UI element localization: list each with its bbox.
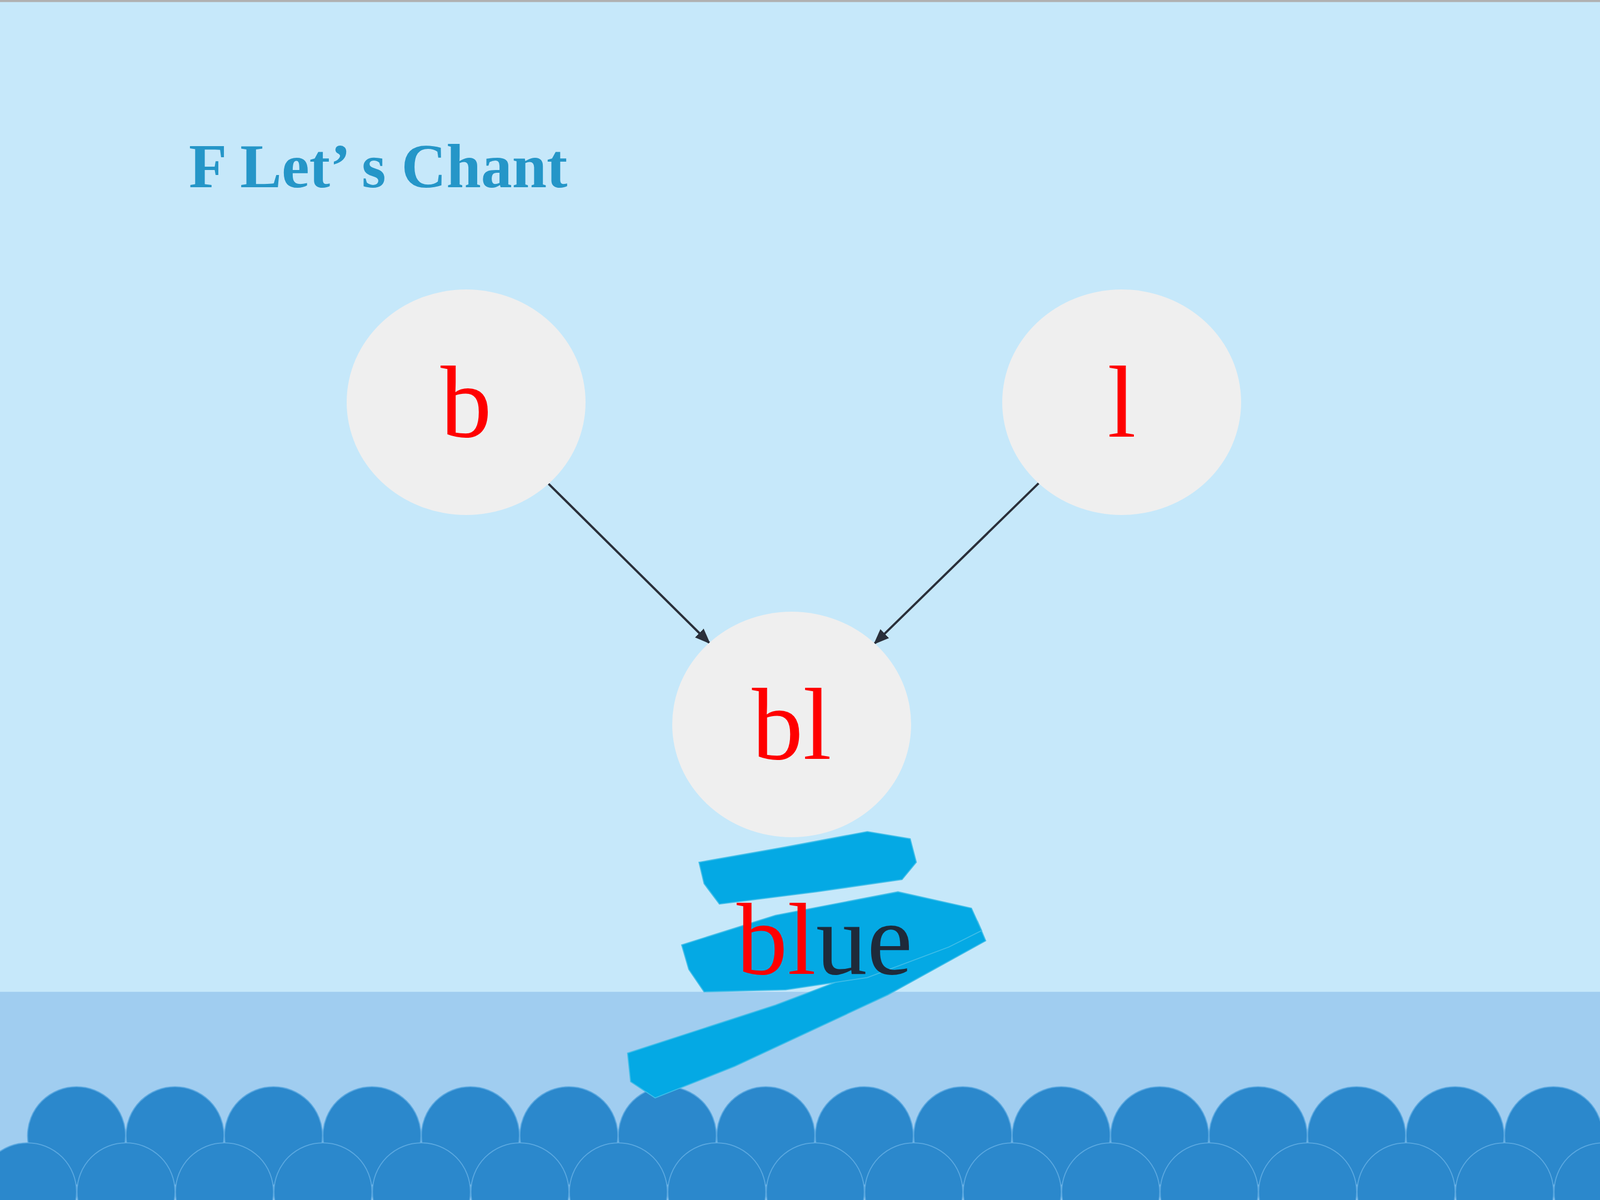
wave xyxy=(963,1142,1062,1200)
wave xyxy=(1061,1142,1160,1200)
arrow-connector xyxy=(874,483,1039,644)
circle-shape xyxy=(346,289,586,515)
wave xyxy=(569,1142,668,1200)
wave xyxy=(1357,1142,1455,1200)
wave xyxy=(471,1142,569,1200)
wave xyxy=(1258,1142,1357,1200)
circle-shape xyxy=(1002,289,1242,515)
letter-text: b xyxy=(440,351,492,454)
top-rule xyxy=(0,0,1600,3)
wave xyxy=(273,1142,372,1200)
letter-circle: l xyxy=(1002,289,1242,515)
wave xyxy=(77,1142,175,1200)
title: F Let’ s Chant xyxy=(188,132,568,201)
wave xyxy=(372,1142,470,1200)
wave xyxy=(1160,1142,1258,1200)
wave xyxy=(175,1142,274,1200)
wave xyxy=(1455,1142,1554,1200)
wave xyxy=(667,1142,766,1200)
example-word: blue xyxy=(736,883,913,996)
wave xyxy=(1553,1142,1600,1200)
letter-circle: bl xyxy=(672,611,912,838)
circle-shape xyxy=(672,611,912,838)
arrow-connector xyxy=(548,483,709,643)
letter-circle: b xyxy=(346,289,586,515)
wave xyxy=(865,1142,963,1200)
wave xyxy=(0,1142,77,1200)
wave xyxy=(766,1142,864,1200)
letter-text: l xyxy=(1107,351,1136,454)
paint-stroke xyxy=(627,831,987,1098)
waves xyxy=(0,1086,1600,1200)
letter-text: bl xyxy=(751,673,832,776)
